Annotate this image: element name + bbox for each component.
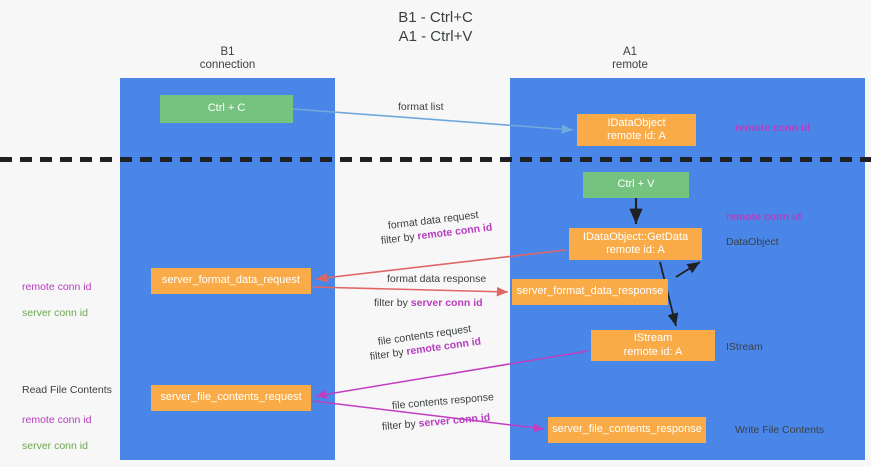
node-idataobject-getdata[interactable]: IDataObject::GetData remote id: A [569, 228, 702, 260]
edge-file-contents-response [312, 400, 545, 433]
annotation-server-conn-id-2: server conn id [22, 440, 88, 452]
edge-getdata-istream [659, 261, 679, 327]
node-idataobject[interactable]: IDataObject remote id: A [577, 114, 696, 146]
node-istream[interactable]: IStream remote id: A [591, 330, 715, 361]
edge-format-data-response [312, 286, 509, 297]
page-title: B1 - Ctrl+C A1 - Ctrl+V [398, 9, 473, 45]
node-server-format-data-request[interactable]: server_format_data_request [151, 268, 311, 294]
filter-server-conn-id: server conn id [410, 297, 483, 309]
edge-response-to-getdata [675, 261, 701, 278]
node-server-file-contents-request[interactable]: server_file_contents_request [151, 385, 311, 411]
annotation-remote-conn-id-top: remote conn id [735, 122, 811, 134]
edge-file-contents-request [315, 350, 589, 399]
node-ctrl-c[interactable]: Ctrl + C [160, 95, 293, 123]
annotation-left-conn-ids-top: remote conn id server conn id [22, 268, 91, 320]
annotation-remote-conn-id: remote conn id [22, 281, 92, 293]
node-server-format-data-response[interactable]: server_format_data_response [512, 279, 668, 305]
swimlane-b1-header: B1 connection [199, 46, 256, 71]
edge-format-data-request [315, 249, 567, 283]
annotation-remote-conn-id-mid: remote conn id [726, 211, 802, 223]
edge-label-format-list: format list [398, 101, 444, 113]
swimlane-a1-header: A1 remote [612, 46, 648, 71]
filter-by-text-2: filter by [374, 297, 408, 309]
node-server-file-contents-response[interactable]: server_file_contents_response [548, 417, 706, 443]
annotation-write-file-contents: Write File Contents [735, 424, 825, 436]
node-ctrl-v[interactable]: Ctrl + V [583, 172, 689, 198]
edge-label-format-data-response-filter: filter by server conn id [374, 296, 483, 310]
annotation-dataobject: DataObject [726, 236, 779, 248]
annotation-read-file-contents: Read File Contents [22, 384, 112, 396]
annotation-istream: IStream [726, 341, 763, 353]
section-divider [0, 157, 871, 162]
edge-format-list [292, 108, 574, 134]
edge-label-format-data-response: format data response [387, 273, 487, 285]
filter-by-text-4: filter by [381, 418, 417, 433]
annotation-remote-conn-id-2: remote conn id [22, 414, 92, 426]
annotation-server-conn-id: server conn id [22, 307, 88, 319]
annotation-left-conn-ids-bottom: remote conn id server conn id [22, 401, 91, 453]
